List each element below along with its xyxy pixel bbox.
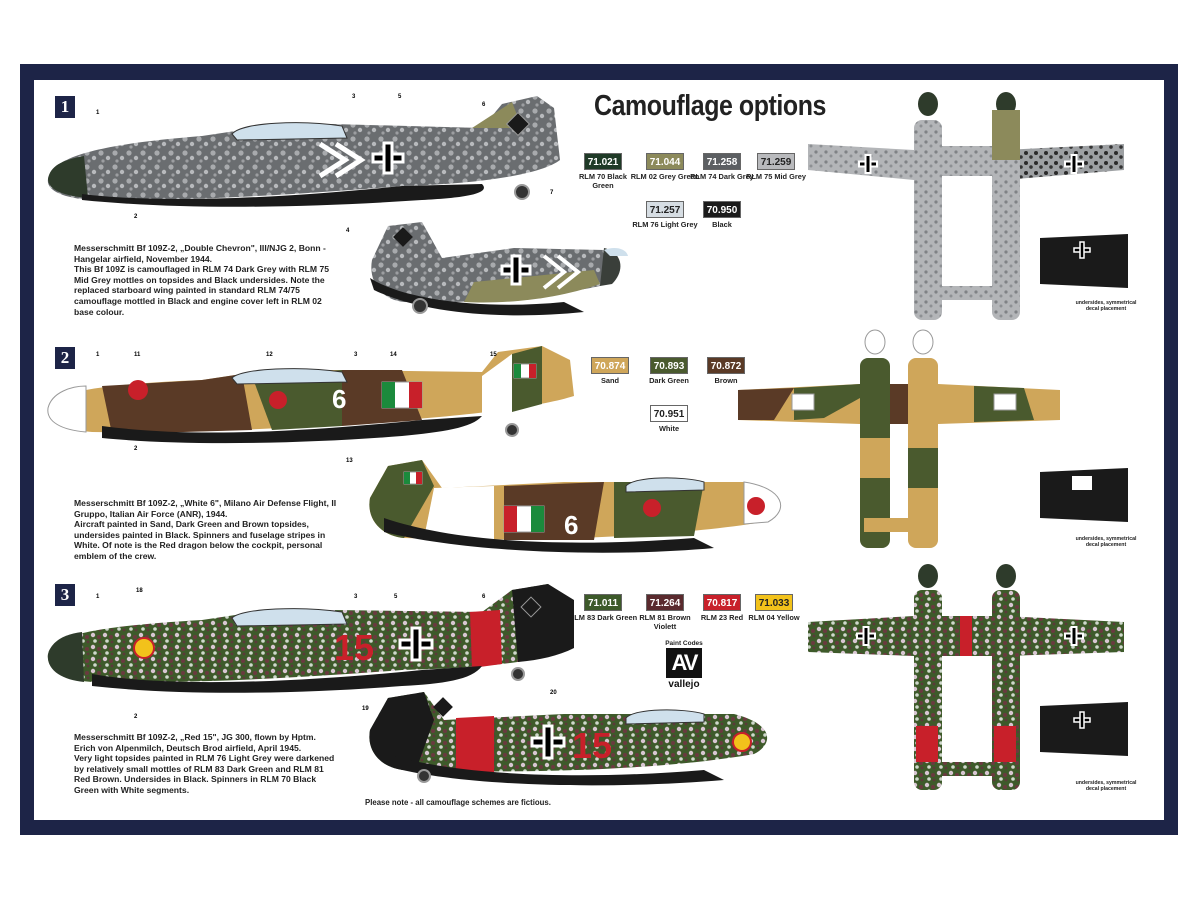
color-label: RLM 81 Brown Violett <box>639 613 691 631</box>
aircraft-2-top-view <box>738 329 1060 548</box>
color-label: RLM 83 Dark Green <box>568 613 638 622</box>
option-3-description: Messerschmitt Bf 109Z-2, „Red 15", JG 30… <box>74 732 335 795</box>
color-chip: 70.893 Dark Green <box>649 357 704 386</box>
aircraft-2-starboard-side: 6 <box>369 460 782 553</box>
aircraft-number-6-starboard: 6 <box>564 510 578 540</box>
svg-text:6: 6 <box>482 594 486 600</box>
aircraft-1-underside-view <box>1040 234 1128 288</box>
option-1-description: Messerschmitt Bf 109Z-2, „Double Chevron… <box>74 243 330 317</box>
color-chip: 71.264 RLM 81 Brown Violett <box>639 594 700 631</box>
svg-text:1: 1 <box>96 352 100 358</box>
color-label: White <box>658 424 680 433</box>
aircraft-1-port-side: 1 2 3 4 5 6 7 <box>47 94 560 234</box>
svg-text:3: 3 <box>352 94 356 100</box>
color-label: RLM 23 Red <box>700 613 744 622</box>
color-chip: 71.257 RLM 76 Light Grey <box>632 201 700 230</box>
color-chip: 70.874 Sand <box>591 357 645 386</box>
underside-note: undersides, symmetrical decal placement <box>1075 780 1137 793</box>
svg-text:6: 6 <box>482 102 486 108</box>
svg-text:18: 18 <box>136 588 143 594</box>
svg-text:11: 11 <box>134 352 141 358</box>
color-label: RLM 04 Yellow <box>748 613 800 622</box>
svg-text:4: 4 <box>346 228 350 234</box>
color-code: 71.044 <box>646 153 684 170</box>
svg-text:5: 5 <box>398 94 402 100</box>
option-1-badge: 1 <box>55 96 75 118</box>
color-chip: 71.258 RLM 74 Dark Grey <box>690 153 757 182</box>
option-3-badge: 3 <box>55 584 75 606</box>
svg-text:20: 20 <box>550 690 557 696</box>
option-2-description: Messerschmitt Bf 109Z-2, „White 6", Mila… <box>74 498 337 561</box>
footnote: Please note - all camouflage schemes are… <box>365 798 551 807</box>
svg-text:3: 3 <box>354 352 358 358</box>
color-code: 71.021 <box>584 153 622 170</box>
color-label: RLM 02 Grey Green <box>630 172 700 181</box>
color-code: 70.951 <box>650 405 688 422</box>
aircraft-3-underside-view <box>1040 702 1128 756</box>
underside-note: undersides, symmetrical decal placement <box>1075 536 1137 549</box>
color-label: Black <box>712 220 732 229</box>
svg-text:3: 3 <box>354 594 358 600</box>
svg-text:1: 1 <box>96 110 100 116</box>
color-label: RLM 75 Mid Grey <box>746 172 806 181</box>
svg-text:19: 19 <box>362 706 369 712</box>
underside-note: undersides, symmetrical decal placement <box>1075 300 1137 313</box>
color-code: 70.817 <box>703 594 741 611</box>
color-chip: 70.817 RLM 23 Red <box>701 594 757 623</box>
svg-text:5: 5 <box>394 594 398 600</box>
aircraft-1-starboard-side <box>370 222 628 316</box>
color-chip: 71.044 RLM 02 Grey Green <box>631 153 700 182</box>
color-chip: 71.033 RLM 04 Yellow <box>748 594 809 623</box>
svg-text:7: 7 <box>550 190 554 196</box>
aircraft-number-15: 15 <box>334 627 374 668</box>
aircraft-number-6: 6 <box>332 384 346 414</box>
svg-text:2: 2 <box>134 446 138 452</box>
svg-text:14: 14 <box>390 352 397 358</box>
color-chip: 70.872 Brown <box>707 357 761 386</box>
color-code: 71.259 <box>757 153 795 170</box>
color-code: 71.033 <box>755 594 793 611</box>
color-code: 71.257 <box>646 201 684 218</box>
aircraft-2-underside-view <box>1040 468 1128 522</box>
svg-text:2: 2 <box>134 714 138 720</box>
color-code: 70.874 <box>591 357 629 374</box>
color-code: 70.872 <box>707 357 745 374</box>
aircraft-3-port-side: 15 1 2 3 5 6 18 19 20 <box>47 584 574 720</box>
svg-text:15: 15 <box>490 352 497 358</box>
svg-text:12: 12 <box>266 352 273 358</box>
vallejo-logo: Paint Codes AV vallejo <box>665 640 703 690</box>
color-code: 70.950 <box>703 201 741 218</box>
aircraft-3-top-view <box>808 564 1124 790</box>
svg-text:2: 2 <box>134 214 138 220</box>
aircraft-1-top-view <box>808 92 1124 320</box>
aircraft-3-starboard-side: 15 <box>369 692 768 786</box>
color-label: Dark Green <box>649 376 689 385</box>
color-chip: 71.011 RLM 83 Dark Green <box>569 594 638 623</box>
color-chip: 70.951 White <box>650 405 704 434</box>
camouflage-sheet: Camouflage options 1 2 3 Messerschmitt B… <box>34 80 1164 820</box>
svg-text:1: 1 <box>96 594 100 600</box>
svg-text:13: 13 <box>346 458 353 464</box>
color-label: Sand <box>600 376 620 385</box>
color-code: 71.011 <box>584 594 622 611</box>
color-label: Brown <box>714 376 738 385</box>
color-chip: 71.259 RLM 75 Mid Grey <box>746 153 811 182</box>
color-chip: 71.021 RLM 70 Black Green <box>579 153 638 190</box>
color-chip: 70.950 Black <box>703 201 757 230</box>
page-title: Camouflage options <box>594 90 826 122</box>
color-code: 71.258 <box>703 153 741 170</box>
color-label: RLM 70 Black Green <box>578 172 628 190</box>
option-2-badge: 2 <box>55 347 75 369</box>
color-label: RLM 76 Light Grey <box>632 220 698 229</box>
color-code: 70.893 <box>650 357 688 374</box>
aircraft-number-15-starboard: 15 <box>572 725 612 766</box>
color-label: RLM 74 Dark Grey <box>690 172 754 181</box>
color-code: 71.264 <box>646 594 684 611</box>
